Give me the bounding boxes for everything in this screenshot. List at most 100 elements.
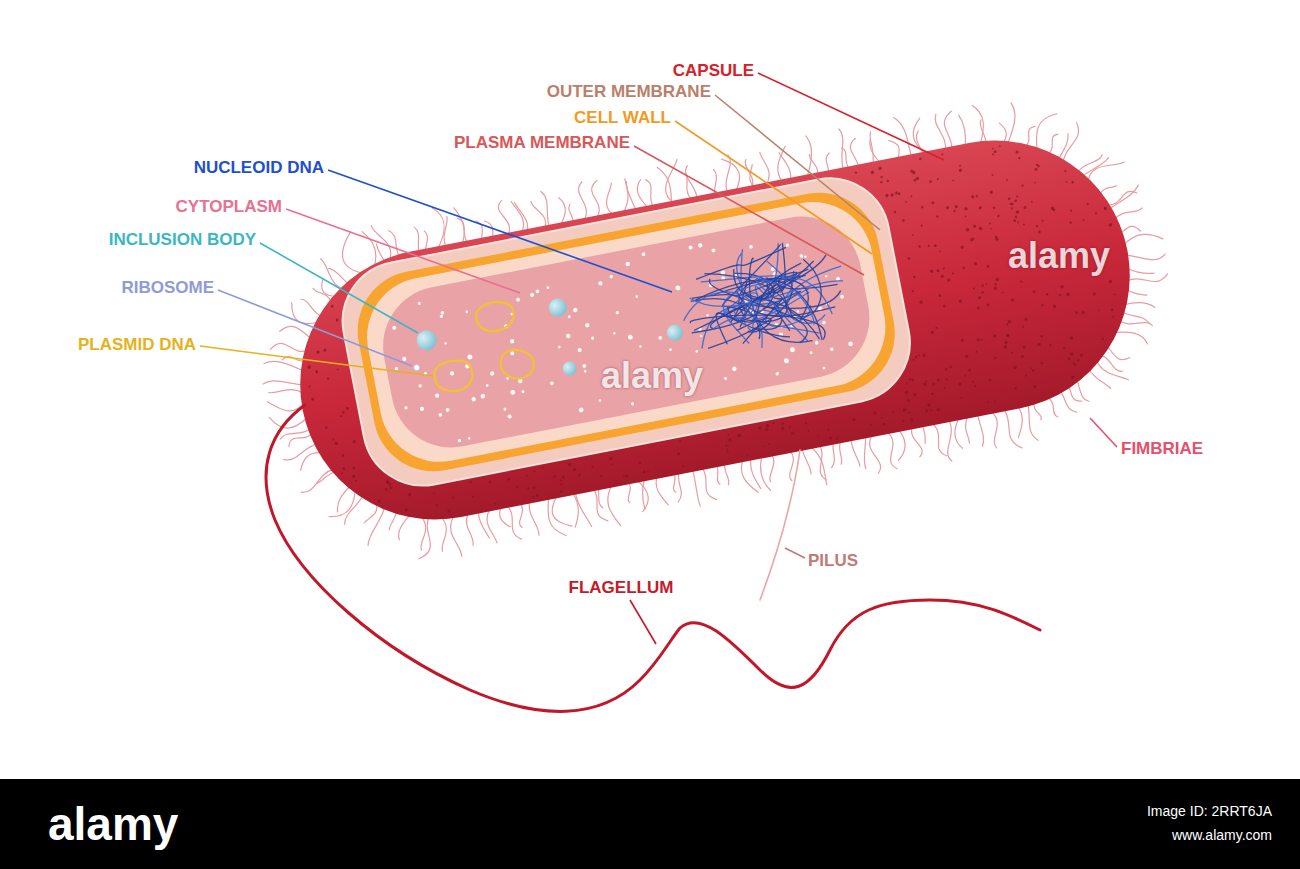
leader-line xyxy=(785,548,805,558)
fimbria xyxy=(739,457,758,494)
surface-dot xyxy=(993,334,997,338)
leader-line xyxy=(200,346,433,376)
surface-dot xyxy=(882,423,885,426)
surface-dot xyxy=(906,399,910,403)
surface-dot xyxy=(469,480,472,483)
surface-dot xyxy=(433,492,435,494)
surface-dot xyxy=(986,303,989,306)
surface-dot xyxy=(959,165,961,167)
fimbria xyxy=(603,183,618,216)
fimbria xyxy=(528,500,539,536)
ribosome-dot xyxy=(790,347,796,353)
image-id: Image ID: 2RRT6JA xyxy=(1147,804,1272,819)
surface-dot xyxy=(1069,221,1072,224)
fimbria xyxy=(1122,231,1163,247)
fimbria xyxy=(959,114,968,147)
ribosome-dot xyxy=(585,323,590,328)
surface-dot xyxy=(1109,223,1113,227)
surface-dot xyxy=(1041,304,1044,307)
surface-dot xyxy=(915,177,919,181)
surface-dot xyxy=(881,417,883,419)
surface-dot xyxy=(852,418,856,422)
surface-dot xyxy=(568,463,572,467)
surface-dot xyxy=(979,227,983,231)
ribosome-dot xyxy=(825,275,828,278)
dna-strand xyxy=(716,263,810,327)
fimbria xyxy=(866,132,876,165)
surface-dot xyxy=(447,509,451,513)
surface-dot xyxy=(1069,336,1073,340)
surface-dot xyxy=(929,180,932,183)
surface-dot xyxy=(335,318,338,321)
surface-dot xyxy=(985,283,987,285)
surface-dot xyxy=(927,404,929,406)
surface-dot xyxy=(725,444,728,447)
fimbria xyxy=(1126,272,1168,287)
surface-dot xyxy=(727,434,729,436)
fimbria xyxy=(1123,299,1155,313)
fimbria xyxy=(835,128,849,170)
surface-dot xyxy=(1024,317,1028,321)
surface-dot xyxy=(390,486,393,489)
fimbria xyxy=(1122,307,1150,329)
surface-dot xyxy=(835,437,838,440)
leader-line xyxy=(630,600,656,644)
ribosome-dot xyxy=(635,295,638,298)
fimbria xyxy=(868,434,882,474)
ribosome-dot xyxy=(573,307,578,312)
surface-dot xyxy=(972,380,975,383)
surface-dot xyxy=(973,287,975,289)
fimbria xyxy=(626,181,637,212)
surface-dot xyxy=(893,211,896,214)
surface-dot xyxy=(1006,179,1008,181)
surface-dot xyxy=(975,195,978,198)
fimbria xyxy=(635,179,648,210)
fimbria xyxy=(646,179,655,208)
surface-dot xyxy=(880,181,883,184)
surface-dot xyxy=(386,480,389,483)
surface-dot xyxy=(962,266,965,269)
surface-dot xyxy=(905,201,907,203)
fimbria xyxy=(1079,158,1111,177)
fimbria xyxy=(321,256,344,293)
ribosome-dot xyxy=(445,408,449,412)
leader-line xyxy=(1090,418,1117,447)
part-label: OUTER MEMBRANE xyxy=(547,83,711,102)
surface-dot xyxy=(1004,341,1008,345)
surface-dot xyxy=(909,378,912,381)
surface-dot xyxy=(908,258,911,261)
surface-dot xyxy=(323,348,327,352)
surface-dot xyxy=(1110,308,1113,311)
dna-strand xyxy=(720,275,811,347)
surface-dot xyxy=(895,191,898,194)
surface-dot xyxy=(1002,292,1004,294)
ribosome-dot xyxy=(509,339,514,344)
surface-dot xyxy=(913,276,916,279)
surface-dot xyxy=(1036,225,1039,228)
surface-dot xyxy=(1023,223,1025,225)
surface-dot xyxy=(817,435,819,437)
fimbria xyxy=(279,429,311,439)
surface-dot xyxy=(1033,290,1036,293)
fimbria xyxy=(465,512,475,545)
fimbria xyxy=(325,489,360,517)
capsule xyxy=(277,117,1153,542)
surface-dot xyxy=(385,488,388,491)
leader-line xyxy=(286,209,520,293)
inclusion-body xyxy=(665,323,684,342)
fimbria xyxy=(506,503,521,540)
surface-dot xyxy=(330,305,333,308)
fimbria xyxy=(485,508,497,544)
fimbria xyxy=(298,469,337,493)
fimbria xyxy=(1031,114,1063,151)
ribosome-dot xyxy=(404,406,408,410)
surface-dot xyxy=(991,174,993,176)
surface-dot xyxy=(1032,369,1035,372)
fimbria xyxy=(267,395,305,415)
surface-dot xyxy=(1050,206,1054,210)
surface-dot xyxy=(977,306,980,309)
ribosome-dot xyxy=(467,354,473,360)
surface-dot xyxy=(781,422,784,425)
fimbria xyxy=(531,199,547,230)
surface-dot xyxy=(965,215,967,217)
